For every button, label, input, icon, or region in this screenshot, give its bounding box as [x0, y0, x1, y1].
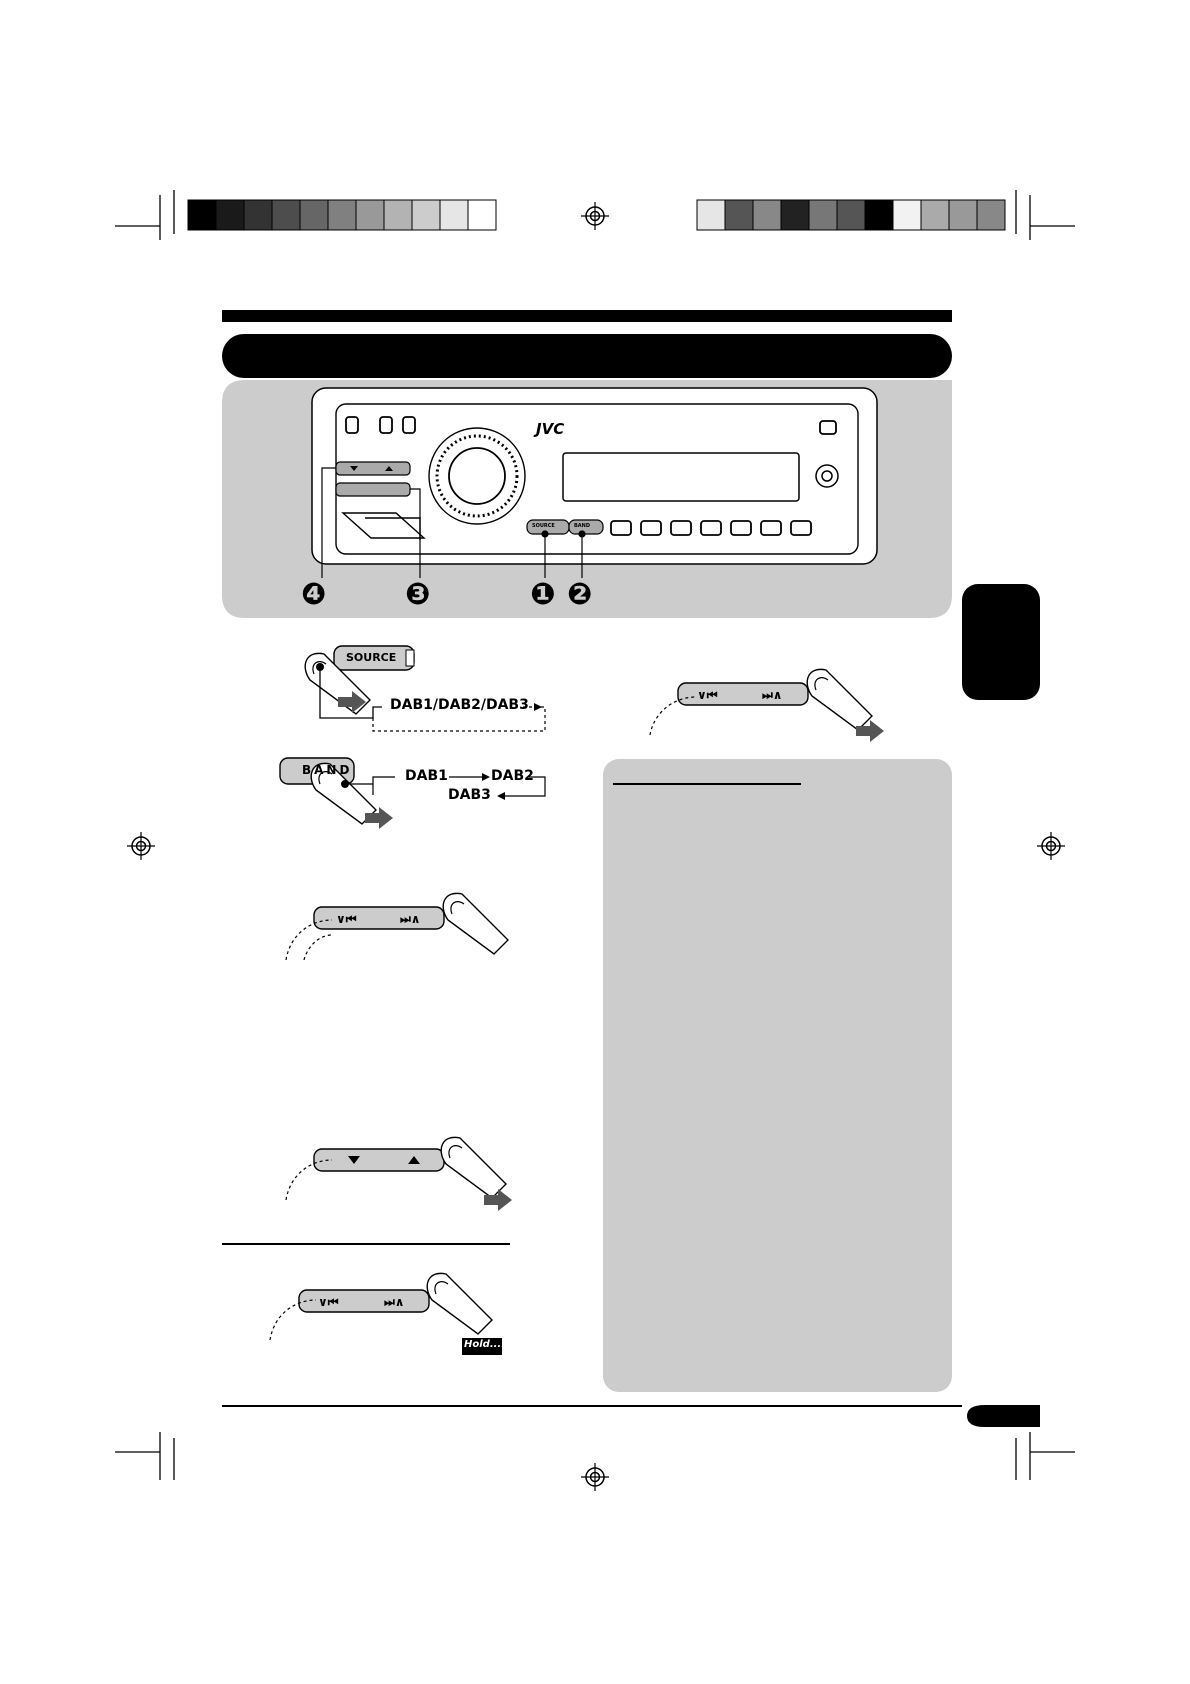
svg-text:∨⏮: ∨⏮	[318, 1295, 339, 1309]
band-button-mini[interactable]: BAND	[574, 523, 591, 529]
registration-mark-icon	[126, 831, 156, 861]
svg-text:⏭∧: ⏭∧	[400, 912, 421, 926]
band-button-label[interactable]: BAND	[302, 763, 353, 777]
callout-2: ❷	[567, 577, 593, 612]
seek-illustration: ∨⏮ ⏭∧	[285, 892, 509, 961]
svg-text:∨⏮: ∨⏮	[697, 688, 718, 702]
registration-mark-icon	[580, 1462, 610, 1492]
header-rule	[222, 310, 952, 322]
callout-4: ❹	[301, 577, 327, 612]
gray-scale-bar-left	[187, 199, 497, 231]
crop-marks	[115, 190, 1075, 1480]
svg-text:⏭∧: ⏭∧	[762, 688, 783, 702]
callout-lines	[321, 467, 586, 578]
band-illustration	[279, 757, 546, 829]
side-tab	[962, 584, 1040, 700]
preset-illustration	[285, 1136, 512, 1211]
section-rule	[222, 1243, 510, 1245]
radio-faceplate	[311, 387, 878, 565]
band-dab1-label: DAB1	[405, 768, 448, 784]
svg-text:⏭∧: ⏭∧	[384, 1295, 405, 1309]
source-sequence-label: DAB1/DAB2/DAB3	[390, 697, 529, 713]
brand-logo: JVC	[536, 420, 565, 438]
svg-text:∨⏮: ∨⏮	[336, 912, 357, 926]
source-button-mini[interactable]: SOURCE	[532, 523, 555, 529]
band-dab3-label: DAB3	[448, 787, 491, 803]
registration-mark-icon	[580, 201, 610, 231]
footer-rule	[222, 1405, 962, 1407]
right-seek-illustration: ∨⏮ ⏭∧	[649, 668, 884, 742]
note-title-rule	[613, 783, 801, 785]
gray-scale-bar-right	[696, 199, 1006, 231]
band-dab2-label: DAB2	[491, 768, 534, 784]
callout-1: ❶	[530, 577, 556, 612]
page-number-tab	[967, 1405, 1040, 1427]
hold-illustration: ∨⏮ ⏭∧	[269, 1272, 502, 1355]
registration-mark-icon	[1036, 831, 1066, 861]
title-banner	[222, 334, 952, 378]
source-illustration	[304, 645, 546, 732]
callout-3: ❸	[405, 577, 431, 612]
note-box	[603, 759, 952, 1392]
hold-label: Hold....	[464, 1339, 506, 1350]
source-button-label[interactable]: SOURCE	[346, 651, 397, 664]
